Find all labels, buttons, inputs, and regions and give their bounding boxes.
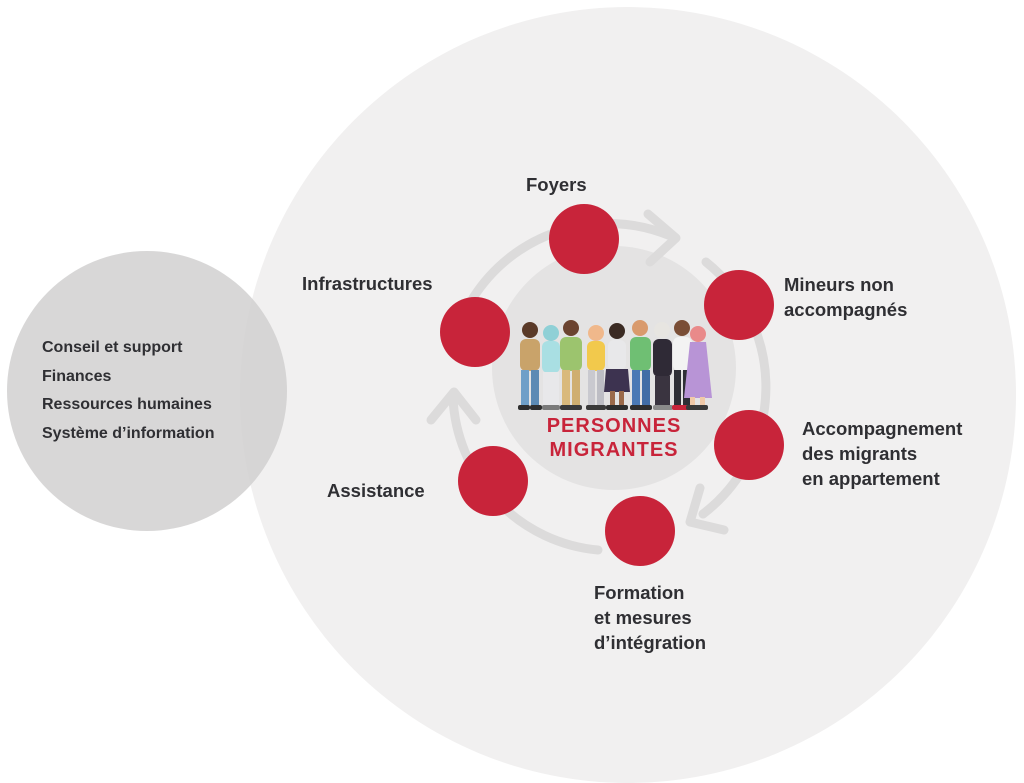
label-formation-line-2: et mesures [594,607,692,628]
person-4 [586,325,606,410]
center-title: PERSONNES MIGRANTES [524,414,704,462]
support-circle [7,251,287,531]
person-3 [560,320,582,410]
node-accompagnement [714,410,784,480]
center-title-line-2: MIGRANTES [549,439,679,461]
node-formation [605,496,675,566]
person-5 [604,323,630,410]
label-formation-line-1: Formation [594,582,685,603]
arrowhead-left [426,387,481,425]
label-infrastructures: Infrastructures [302,271,433,296]
label-foyers: Foyers [526,172,587,197]
person-2 [542,325,560,410]
support-item-conseil: Conseil et support [42,339,183,356]
label-accompagnement-line-3: en appartement [802,468,940,489]
node-foyers [549,204,619,274]
support-item-rh: Ressources humaines [42,396,212,413]
label-mineurs: Mineurs non accompagnés [784,272,907,322]
person-1 [518,322,542,410]
service-nodes [440,204,784,566]
label-accompagnement: Accompagnement des migrants en apparteme… [802,416,962,491]
person-9 [684,326,712,410]
center-title-line-1: PERSONNES [546,415,682,437]
arrowhead-right [685,483,729,535]
label-accompagnement-line-2: des migrants [802,443,918,464]
node-assistance [458,446,528,516]
arrowhead-top [643,209,681,267]
support-item-finances: Finances [42,367,112,385]
label-assistance-line-1: Assistance [327,480,425,501]
support-item-si: Système d’information [42,424,215,442]
person-6 [630,320,652,410]
label-foyers-line-1: Foyers [526,174,587,195]
label-formation-line-3: d’intégration [594,632,707,653]
person-7 [653,322,673,410]
label-accompagnement-line-1: Accompagnement [802,418,963,439]
label-mineurs-line-2: accompagnés [784,299,908,320]
support-functions-list: Conseil et support Finances Ressources h… [42,334,214,448]
node-infrastructures [440,297,510,367]
label-formation: Formation et mesures d’intégration [594,580,706,655]
label-infrastructures-line-1: Infrastructures [302,273,433,294]
node-mineurs [704,270,774,340]
label-assistance: Assistance [327,478,425,503]
group-of-people-illustration [518,320,712,410]
label-mineurs-line-1: Mineurs non [784,274,894,295]
